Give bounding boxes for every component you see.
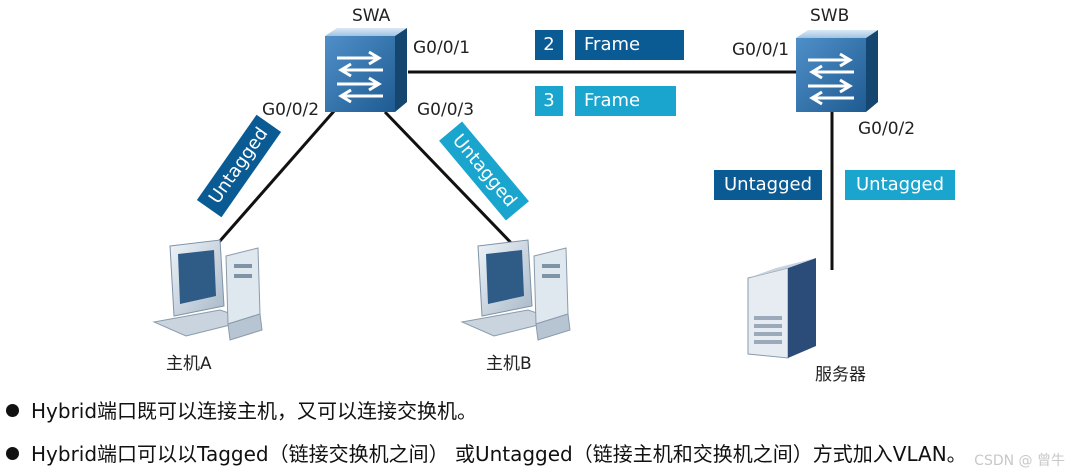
swa-port-g002: G0/0/2 (262, 100, 320, 120)
swb-port-g001: G0/0/1 (732, 40, 790, 60)
link-swa-hostb (383, 110, 520, 252)
host-a-pc-icon (152, 239, 263, 341)
switch-swb-icon (796, 30, 878, 112)
server-label: 服务器 (815, 365, 866, 385)
watermark: CSDN @ 曾牛 (974, 453, 1065, 469)
host-b-label: 主机B (486, 354, 532, 374)
swb-port-g002: G0/0/2 (858, 119, 916, 139)
server-icon (747, 258, 816, 359)
host-a-label: 主机A (166, 354, 212, 374)
bullet-1-text: Hybrid端口既可以连接主机，又可以连接交换机。 (31, 399, 478, 423)
swa-port-g001: G0/0/1 (413, 38, 471, 58)
untagged-tag-swb-dark: Untagged (714, 170, 822, 200)
bullet-dot-icon (6, 447, 19, 460)
untagged-tag-swb-light: Untagged (845, 170, 955, 200)
swb-label: SWB (810, 6, 850, 26)
switch-swa-icon (325, 28, 407, 112)
bullet-2-text: Hybrid端口可以以Tagged（链接交换机之间） 或Untagged（链接主… (31, 442, 967, 466)
frame-3-label: Frame (575, 86, 676, 116)
link-swa-hosta (210, 101, 344, 251)
host-b-pc-icon (460, 239, 571, 341)
swa-port-g003: G0/0/3 (417, 100, 475, 120)
swa-label: SWA (352, 6, 391, 26)
bullet-1: Hybrid端口既可以连接主机，又可以连接交换机。 (6, 395, 477, 424)
frame-2-label: Frame (575, 30, 684, 60)
bullet-dot-icon (6, 404, 19, 417)
frame-3-number: 3 (535, 86, 563, 116)
bullet-2: Hybrid端口可以以Tagged（链接交换机之间） 或Untagged（链接主… (6, 438, 967, 467)
frame-2-number: 2 (535, 30, 563, 60)
